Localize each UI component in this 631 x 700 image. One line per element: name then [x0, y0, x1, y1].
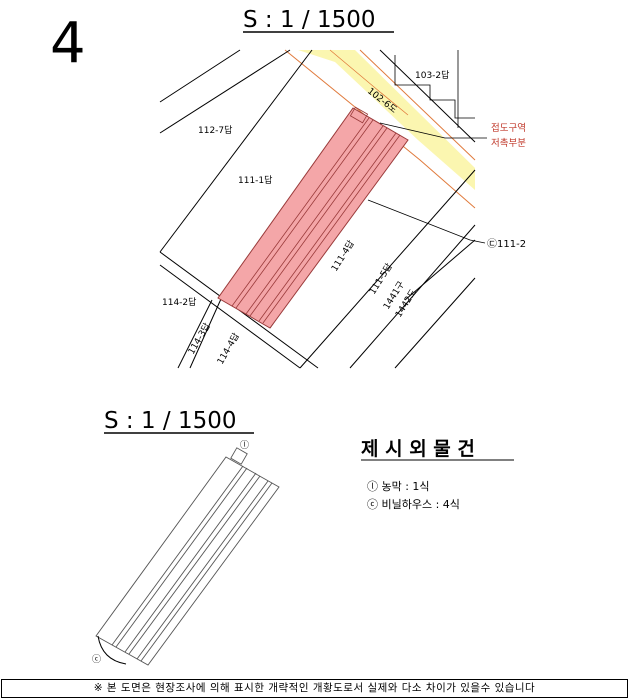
- boundary-line: [159, 49, 241, 103]
- boundary-line: [159, 264, 301, 369]
- boundary-line: [189, 289, 226, 369]
- callout-road-line2: 저촉부분: [491, 138, 526, 149]
- parcel-label-114-4: 114-4답: [214, 331, 242, 367]
- excluded-item-greenhouse: ⓒ 비닐하우스 : 4식: [367, 497, 460, 511]
- parcel-label-111-1: 111-1답: [238, 174, 272, 186]
- boundary-line: [394, 277, 476, 369]
- greenhouse-strips-top: [231, 117, 401, 324]
- parcel-label-114-2: 114-2답: [162, 296, 196, 308]
- boundary-line: [177, 299, 213, 369]
- detail-sketch: [95, 447, 280, 666]
- boundary-line: [379, 49, 476, 143]
- top-plan: 103-2답 102-6도 112-7답 111-1답 111-4답 111-5…: [159, 49, 526, 369]
- detail-outline: [95, 456, 280, 666]
- parcel-label-103-2: 103-2답: [415, 69, 449, 81]
- road-boundary-orange-2: [359, 49, 476, 161]
- farm-hut-detail: [230, 447, 248, 465]
- highlighted-parcel: [217, 107, 409, 329]
- boundary-line: [404, 239, 476, 301]
- road-boundary-orange-1: [284, 49, 476, 209]
- boundary-line: [394, 55, 475, 119]
- excluded-item-farm-hut: ⓛ 농막 : 1식: [367, 480, 430, 493]
- callout-parcel-ref: ㉢111-2: [487, 238, 526, 250]
- marker-farm-hut: ⓛ: [240, 440, 249, 451]
- callout-road-line1: 접도구역: [491, 122, 526, 134]
- callout-leader-parcel: [367, 199, 486, 244]
- excluded-items-title: 제 시 외 물 건: [361, 438, 475, 460]
- boundary-line: [299, 169, 476, 369]
- road-boundary-orange-3: [329, 49, 409, 116]
- sheet-number: 4: [50, 11, 86, 76]
- boundary-line: [159, 49, 313, 253]
- boundary-line: [159, 49, 291, 134]
- scale-label-top: S : 1 / 1500: [243, 7, 376, 33]
- scale-label-bottom: S : 1 / 1500: [104, 408, 237, 434]
- farm-hut-top: [349, 106, 369, 124]
- callout-leader-road: [379, 122, 487, 139]
- marker-greenhouse: ⓒ: [92, 654, 101, 665]
- disclaimer-footer: ※ 본 도면은 현장조사에 의해 표시한 개략적인 개황도로서 실제와 다소 차…: [1, 679, 628, 698]
- boundary-line: [349, 224, 476, 369]
- arc-marker: [97, 635, 127, 665]
- parcel-label-112-7: 112-7답: [198, 124, 232, 136]
